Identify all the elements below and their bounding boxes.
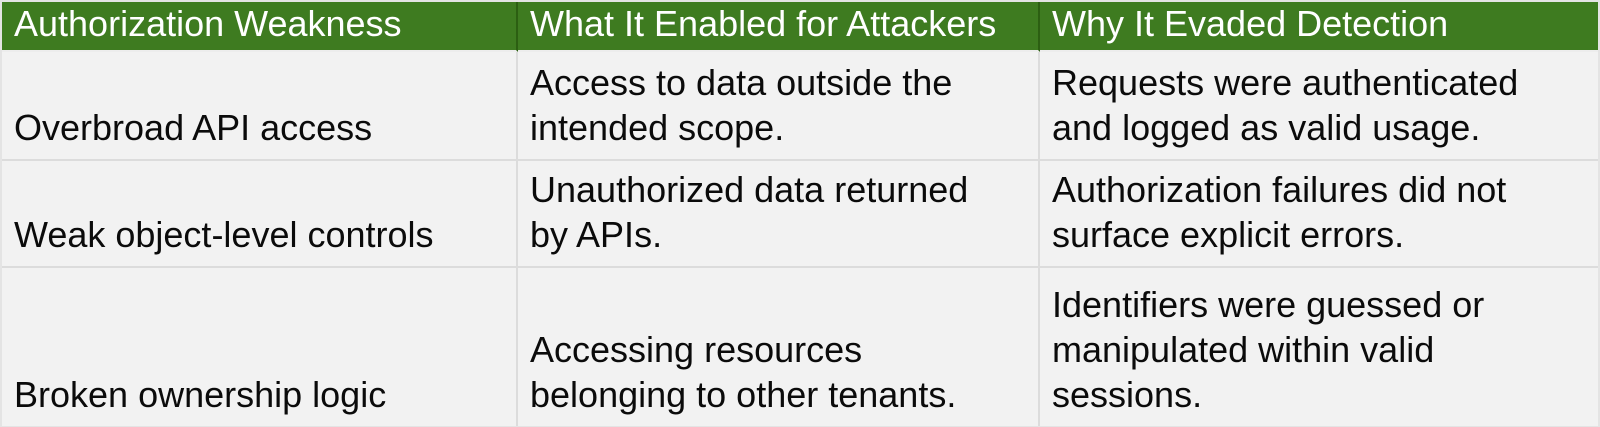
cell-evaded: Identifiers were guessed or manipulated … [1040,268,1598,426]
table-row: Weak object-level controls Unauthorized … [2,161,1598,268]
cell-enabled: Access to data outside the intended scop… [518,52,1040,161]
table-row: Broken ownership logic Accessing resourc… [2,268,1598,426]
table-row: Overbroad API access Access to data outs… [2,52,1598,161]
cell-enabled: Unauthorized data returned by APIs. [518,161,1040,268]
cell-evaded: Requests were authenticated and logged a… [1040,52,1598,161]
cell-weakness: Broken ownership logic [2,268,518,426]
column-header-why-it-evaded-detection: Why It Evaded Detection [1040,2,1598,52]
cell-enabled: Accessing resources belonging to other t… [518,268,1040,426]
cell-weakness: Overbroad API access [2,52,518,161]
header-row: Authorization Weakness What It Enabled f… [2,2,1598,52]
column-header-authorization-weakness: Authorization Weakness [2,2,518,52]
cell-evaded: Authorization failures did not surface e… [1040,161,1598,268]
cell-weakness: Weak object-level controls [2,161,518,268]
column-header-what-it-enabled-for-attackers: What It Enabled for Attackers [518,2,1040,52]
